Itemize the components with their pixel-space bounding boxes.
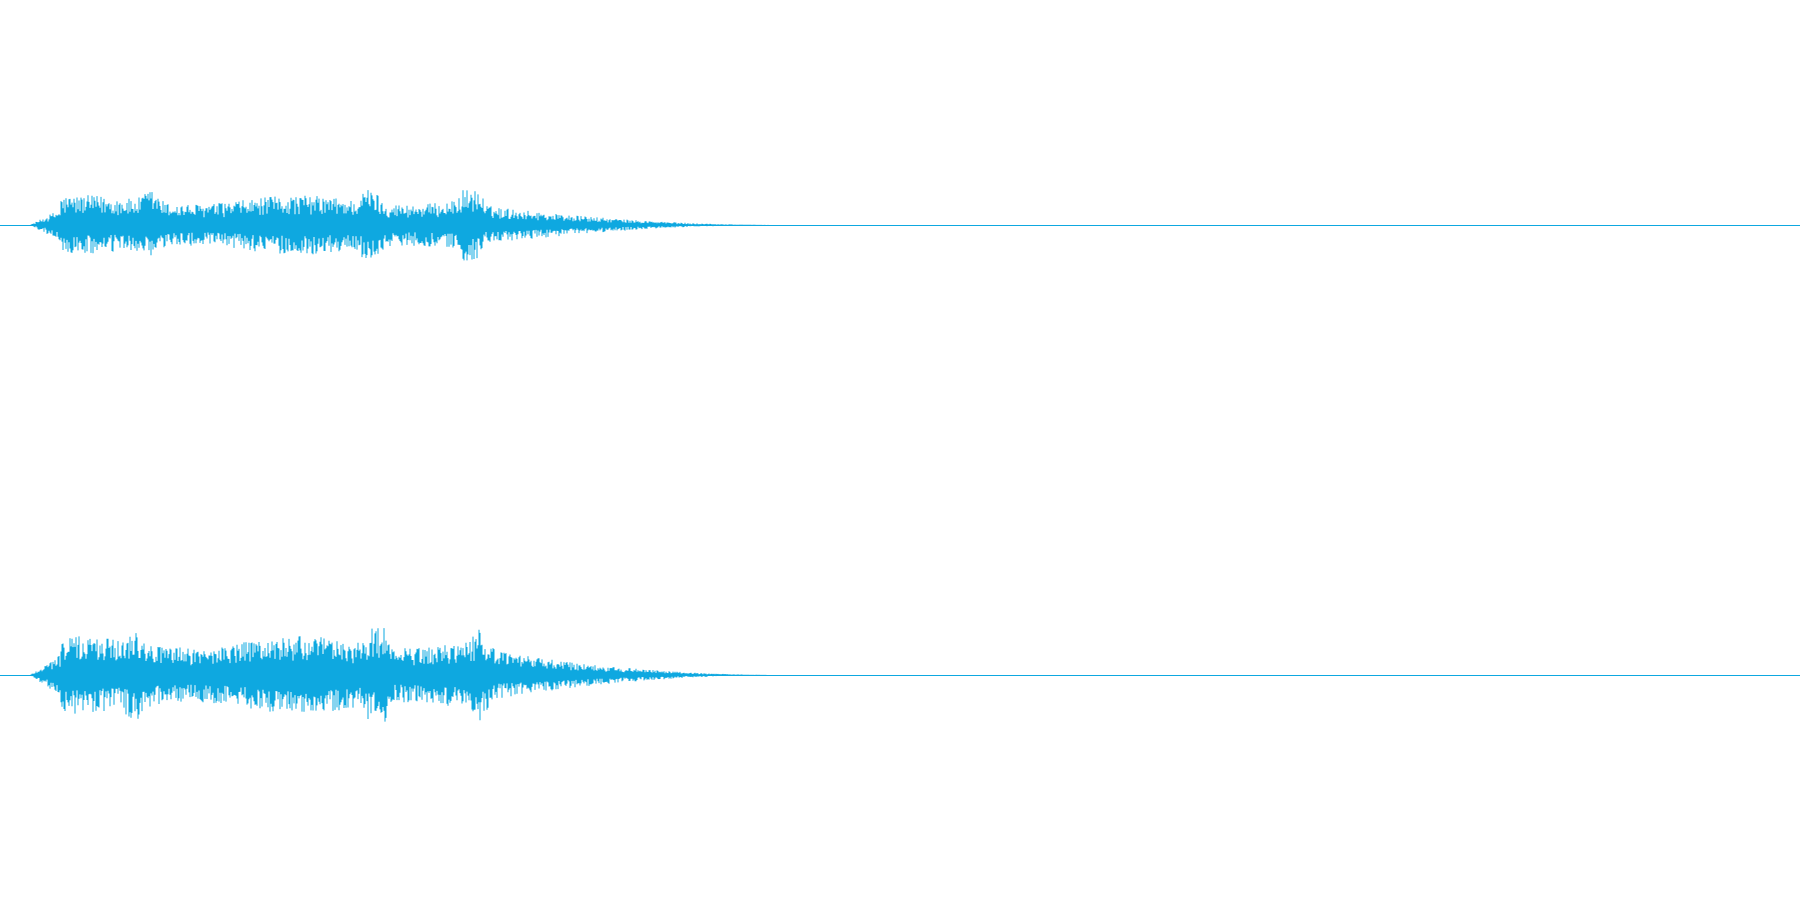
waveform-channel-right xyxy=(0,628,1800,722)
waveform-signal xyxy=(30,190,771,261)
waveform-signal xyxy=(30,628,773,722)
waveform-channel-left xyxy=(0,190,1800,261)
